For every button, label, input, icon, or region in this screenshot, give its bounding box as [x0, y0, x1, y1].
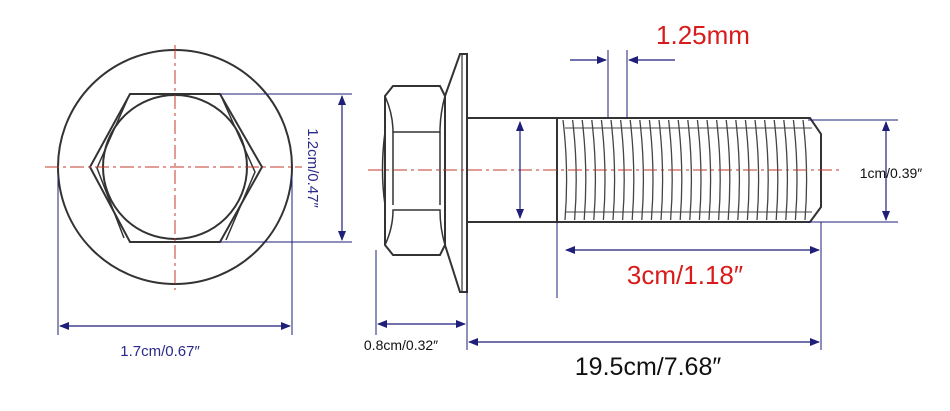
hex-head-facet-top: [384, 95, 446, 133]
head-thickness-label: 0.8cm/0.32″: [364, 337, 438, 353]
hex-head-facet-bottom: [384, 209, 446, 246]
thread-crest: [610, 119, 616, 221]
thread-crest: [581, 119, 587, 221]
thread-crest: [629, 119, 635, 221]
hex-inner-edge: [221, 97, 256, 241]
thread-length-label: 3cm/1.18″: [627, 260, 743, 290]
thread-diameter-label: 1cm/0.39″: [860, 165, 923, 181]
thread-crest: [706, 119, 712, 221]
hex-head-outline: [88, 93, 264, 243]
hex-head-facet-mid: [381, 131, 441, 206]
total-length-label: 19.5cm/7.68″: [575, 353, 722, 381]
head-width-label: 1.7cm/0.67″: [120, 343, 200, 360]
end-view: 1.2cm/0.47″ 1.7cm/0.67″: [45, 45, 352, 360]
thread-pitch-label: 1.25mm: [656, 20, 750, 50]
thread-crest: [763, 119, 769, 221]
flange-side: [444, 53, 468, 293]
thread-crest: [639, 119, 645, 221]
hex-inner-edge-left: [96, 97, 129, 239]
side-view: 1.25mm 1cm/0.39″ 3cm/1.18″ 0.8cm/0.32″ 1…: [364, 20, 922, 381]
thread-crest: [687, 119, 693, 221]
thread-crest: [735, 119, 741, 221]
hex-width-label: 1.2cm/0.47″: [304, 128, 321, 208]
thread-crest: [562, 119, 568, 221]
thread-crest: [754, 119, 760, 221]
